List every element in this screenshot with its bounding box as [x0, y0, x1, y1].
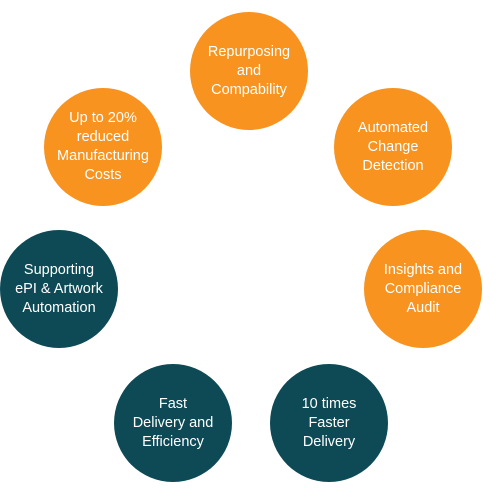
node-fast-delivery-and-efficiency: Fast Delivery and Efficiency [114, 364, 232, 482]
node-label: Automated Change Detection [357, 119, 429, 174]
node-label: 10 times Faster Delivery [301, 395, 357, 450]
node-label: Insights and Compliance Audit [383, 261, 463, 316]
node-label: Up to 20% reduced Manufacturing Costs [57, 110, 149, 183]
node-reduced-manufacturing-costs: Up to 20% reduced Manufacturing Costs [44, 88, 162, 206]
node-label: Fast Delivery and Efficiency [132, 395, 214, 450]
node-supporting-epi-artwork-automation: Supporting ePI & Artwork Automation [0, 230, 118, 348]
node-insights-and-compliance-audit: Insights and Compliance Audit [364, 230, 482, 348]
node-label: Supporting ePI & Artwork Automation [15, 261, 103, 316]
node-repurposing-and-compability: Repurposing and Compability [190, 12, 308, 130]
node-label: Repurposing and Compability [207, 43, 291, 98]
node-10-times-faster-delivery: 10 times Faster Delivery [270, 364, 388, 482]
node-automated-change-detection: Automated Change Detection [334, 88, 452, 206]
